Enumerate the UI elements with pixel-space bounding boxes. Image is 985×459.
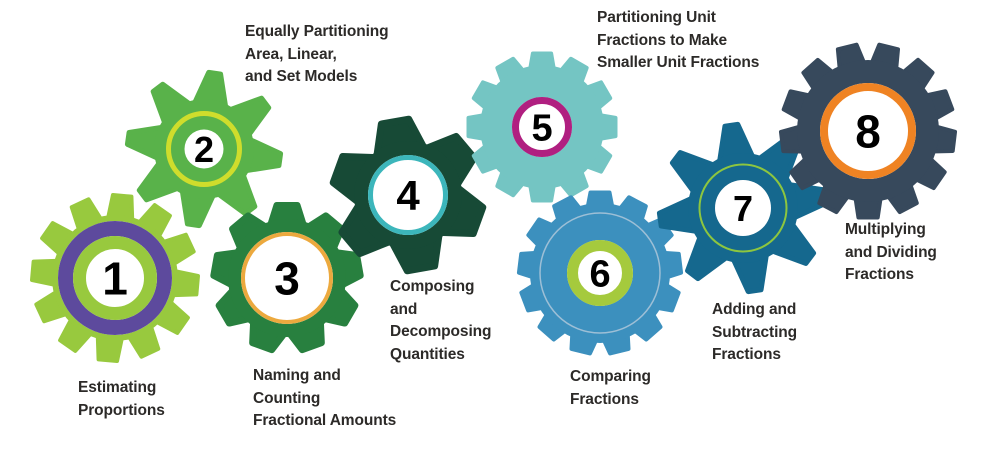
gear-4: 4 <box>329 115 487 275</box>
gear-1: 1 <box>30 193 200 363</box>
gear-3-label: Naming and Counting Fractional Amounts <box>253 367 397 429</box>
gear-ring <box>368 155 448 235</box>
gear-1-label: Estimating Proportions <box>78 379 165 419</box>
gear-number: 1 <box>102 252 128 304</box>
gear-ring <box>58 221 172 335</box>
gear-number: 3 <box>274 252 300 304</box>
gear-5-label: Partitioning Unit Fractions to Make Smal… <box>597 9 760 71</box>
gear-6-label: Comparing Fractions <box>570 368 651 408</box>
gear-center <box>715 180 771 236</box>
gear-ring <box>166 111 242 187</box>
gear-4-label: Composing and Decomposing Quantities <box>390 278 492 363</box>
gear-6: 6 <box>516 190 684 356</box>
gear-ring <box>73 236 157 320</box>
gear-ring <box>241 232 333 324</box>
gear-number: 8 <box>855 105 881 157</box>
gear-center <box>241 232 333 324</box>
gear-2: 2 <box>124 69 284 229</box>
gear-ring <box>512 97 572 157</box>
gear-ring <box>567 240 633 306</box>
gear-8-label: Multiplying and Dividing Fractions <box>845 221 937 283</box>
gear-ring <box>698 163 788 253</box>
gear-5: 5 <box>466 51 618 203</box>
gear-number: 7 <box>733 188 753 229</box>
gear-8: 8 <box>778 42 958 220</box>
gear-number: 4 <box>396 172 420 219</box>
gear-2-label: Equally Partitioning Area, Linear, and S… <box>245 23 389 85</box>
gear-number: 6 <box>589 253 610 295</box>
gear-number: 2 <box>194 129 214 170</box>
gear-center <box>512 97 572 157</box>
gear-center <box>184 129 224 169</box>
gear-ring <box>820 83 916 179</box>
gear-number: 5 <box>531 107 552 149</box>
gear-center <box>368 155 448 235</box>
gear-outline-circle <box>539 212 661 334</box>
gear-7-label: Adding and Subtracting Fractions <box>712 301 798 363</box>
gear-center <box>820 83 916 179</box>
gear-3: 3 <box>210 202 364 354</box>
